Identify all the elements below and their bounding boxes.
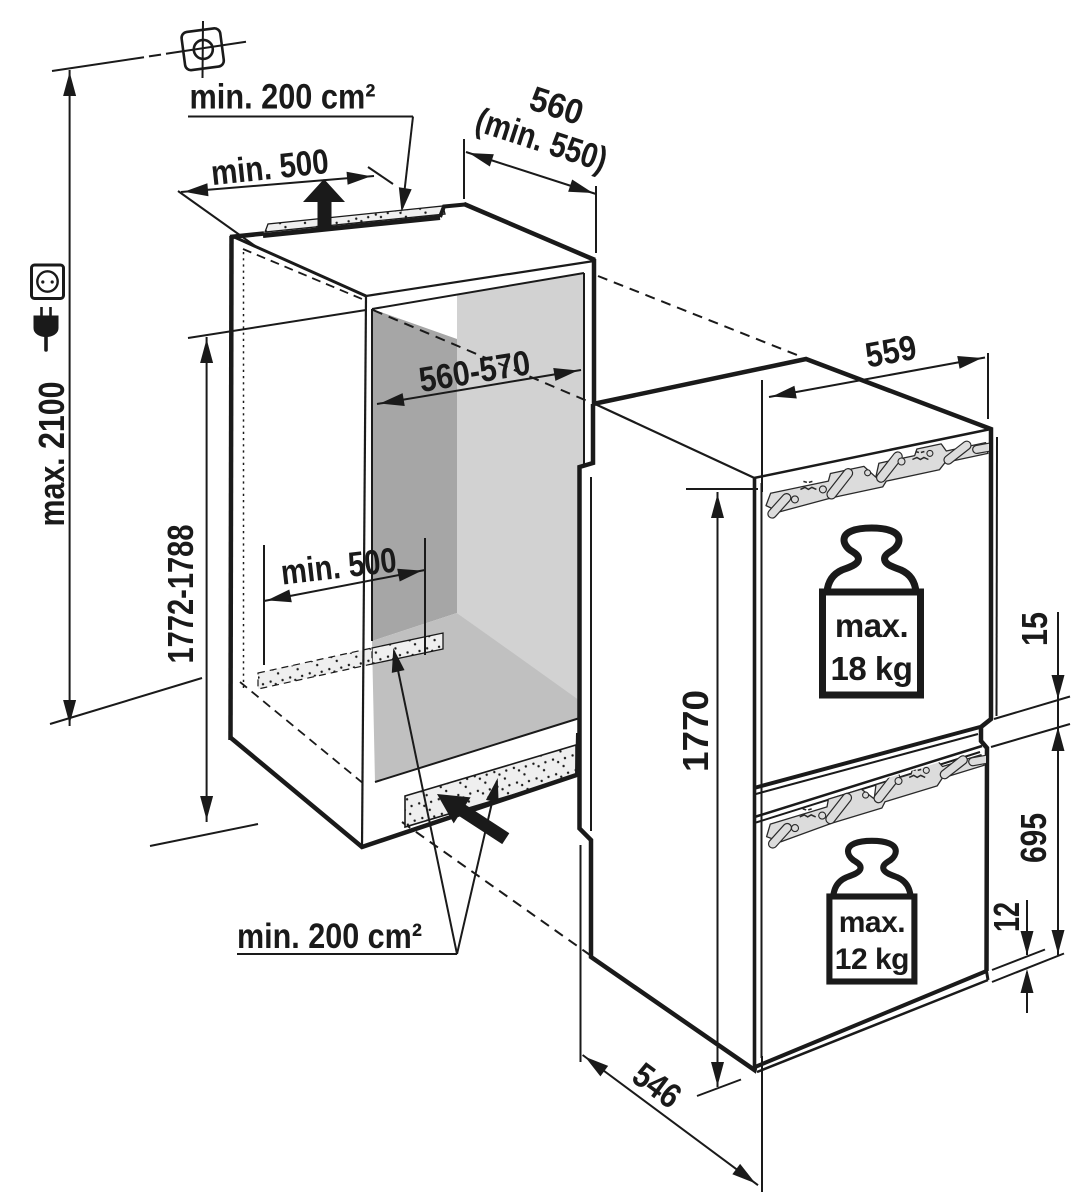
svg-text:559: 559 xyxy=(862,328,919,376)
svg-text:12 kg: 12 kg xyxy=(835,943,909,976)
svg-text:1772-1788: 1772-1788 xyxy=(160,525,201,664)
svg-text:max.: max. xyxy=(835,607,908,644)
svg-text:1770: 1770 xyxy=(675,690,716,772)
svg-text:min. 200 cm²: min. 200 cm² xyxy=(237,917,422,956)
svg-text:695: 695 xyxy=(1013,813,1054,863)
svg-text:18 kg: 18 kg xyxy=(831,650,913,687)
svg-text:12: 12 xyxy=(986,902,1027,932)
svg-text:min. 200 cm²: min. 200 cm² xyxy=(190,78,376,117)
svg-text:max. 2100: max. 2100 xyxy=(31,382,72,527)
svg-text:max.: max. xyxy=(839,906,905,939)
svg-text:15: 15 xyxy=(1014,612,1055,646)
